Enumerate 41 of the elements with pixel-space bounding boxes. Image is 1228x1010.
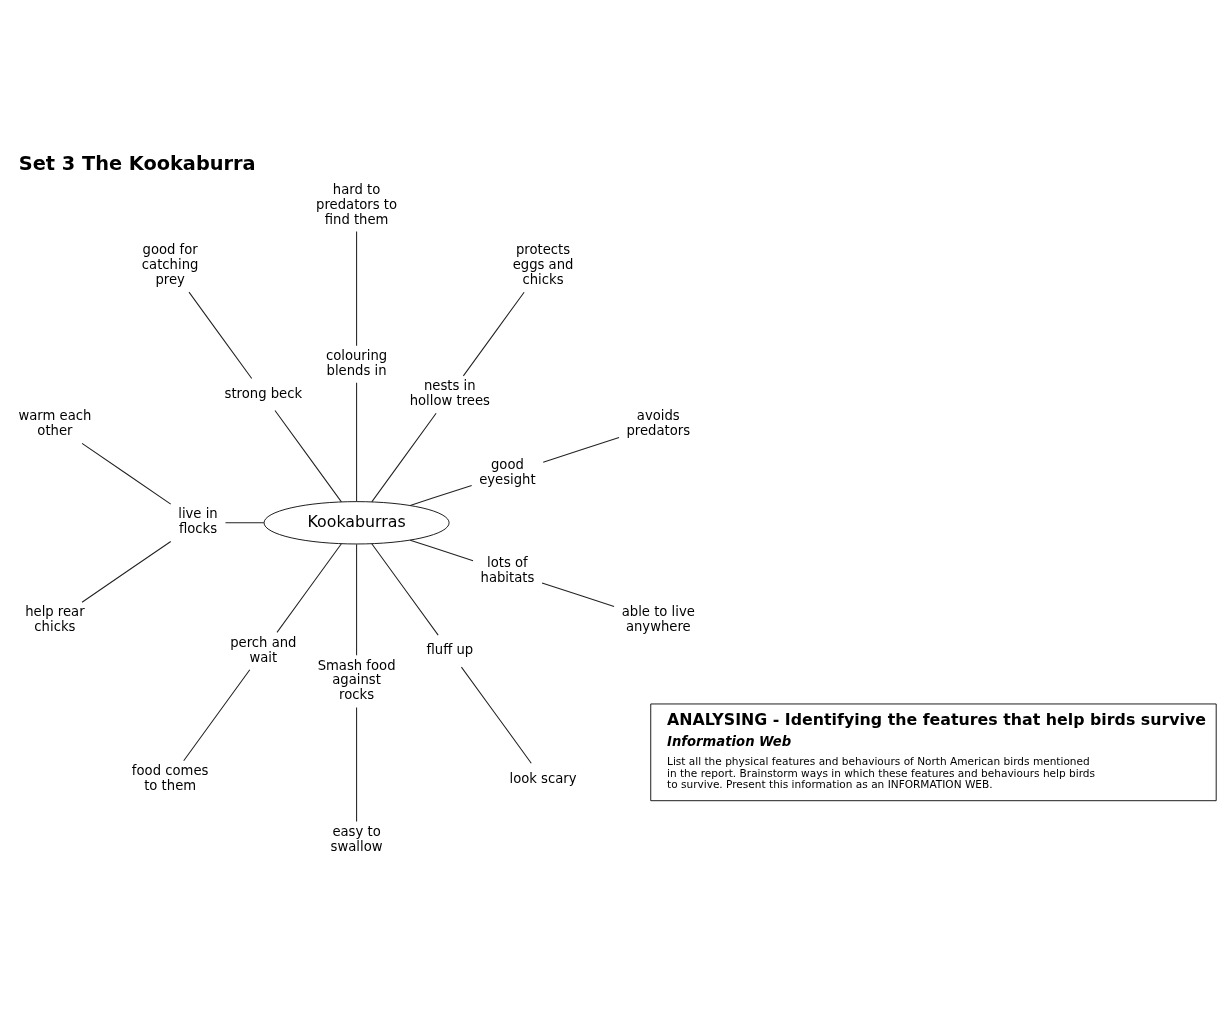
node-text: easy to swallow — [330, 823, 383, 854]
node-text: colouring blends in — [325, 347, 388, 378]
node-text: able to live anywhere — [621, 604, 695, 635]
node-text: warm each other — [18, 408, 92, 439]
node-text: Smash food against rocks — [317, 657, 396, 703]
node-text: good for catching prey — [141, 242, 199, 288]
connector — [542, 437, 620, 463]
node-text: fluff up — [426, 642, 474, 658]
connector — [356, 231, 358, 347]
node-text: perch and wait — [230, 634, 297, 665]
connector — [224, 522, 265, 524]
connector — [371, 412, 437, 503]
connector — [188, 291, 253, 380]
connector — [274, 410, 342, 503]
connector — [356, 543, 358, 656]
connector — [183, 669, 251, 762]
node-box: ANALYSING - Identifying the features that help birds survive Information Web List all the physical features and behaviours of North American birds mentioned in the report. Brainstorm ways in which these features and behaviours help birds to survive. Present this information as an INFORMATION WEB. — [650, 703, 1217, 802]
node-text: strong beck — [224, 385, 303, 401]
node-text: look scary — [509, 770, 577, 786]
connector — [541, 582, 615, 607]
node-text: lots of habitats — [480, 555, 535, 586]
connector — [81, 442, 172, 505]
connector — [356, 382, 358, 502]
node-text: avoids predators — [626, 408, 691, 439]
connector — [409, 484, 473, 506]
node-ellipse: Kookaburras — [263, 501, 450, 545]
connector — [81, 540, 172, 603]
connector — [409, 539, 474, 562]
connector — [276, 543, 342, 633]
node-text: good eyesight — [479, 457, 536, 488]
diagram-title: Set 3 The Kookaburra — [18, 151, 256, 175]
node-text: hard to predators to find them — [316, 181, 398, 227]
node-text: help rear chicks — [25, 604, 85, 635]
connector — [460, 666, 532, 764]
connector — [356, 707, 358, 822]
node-text: nests in hollow trees — [409, 378, 490, 409]
connector — [371, 543, 439, 636]
node-text: protects eggs and chicks — [512, 242, 574, 288]
node-text: food comes to them — [131, 763, 209, 793]
connector — [462, 291, 525, 377]
node-text: live in flocks — [178, 506, 218, 537]
